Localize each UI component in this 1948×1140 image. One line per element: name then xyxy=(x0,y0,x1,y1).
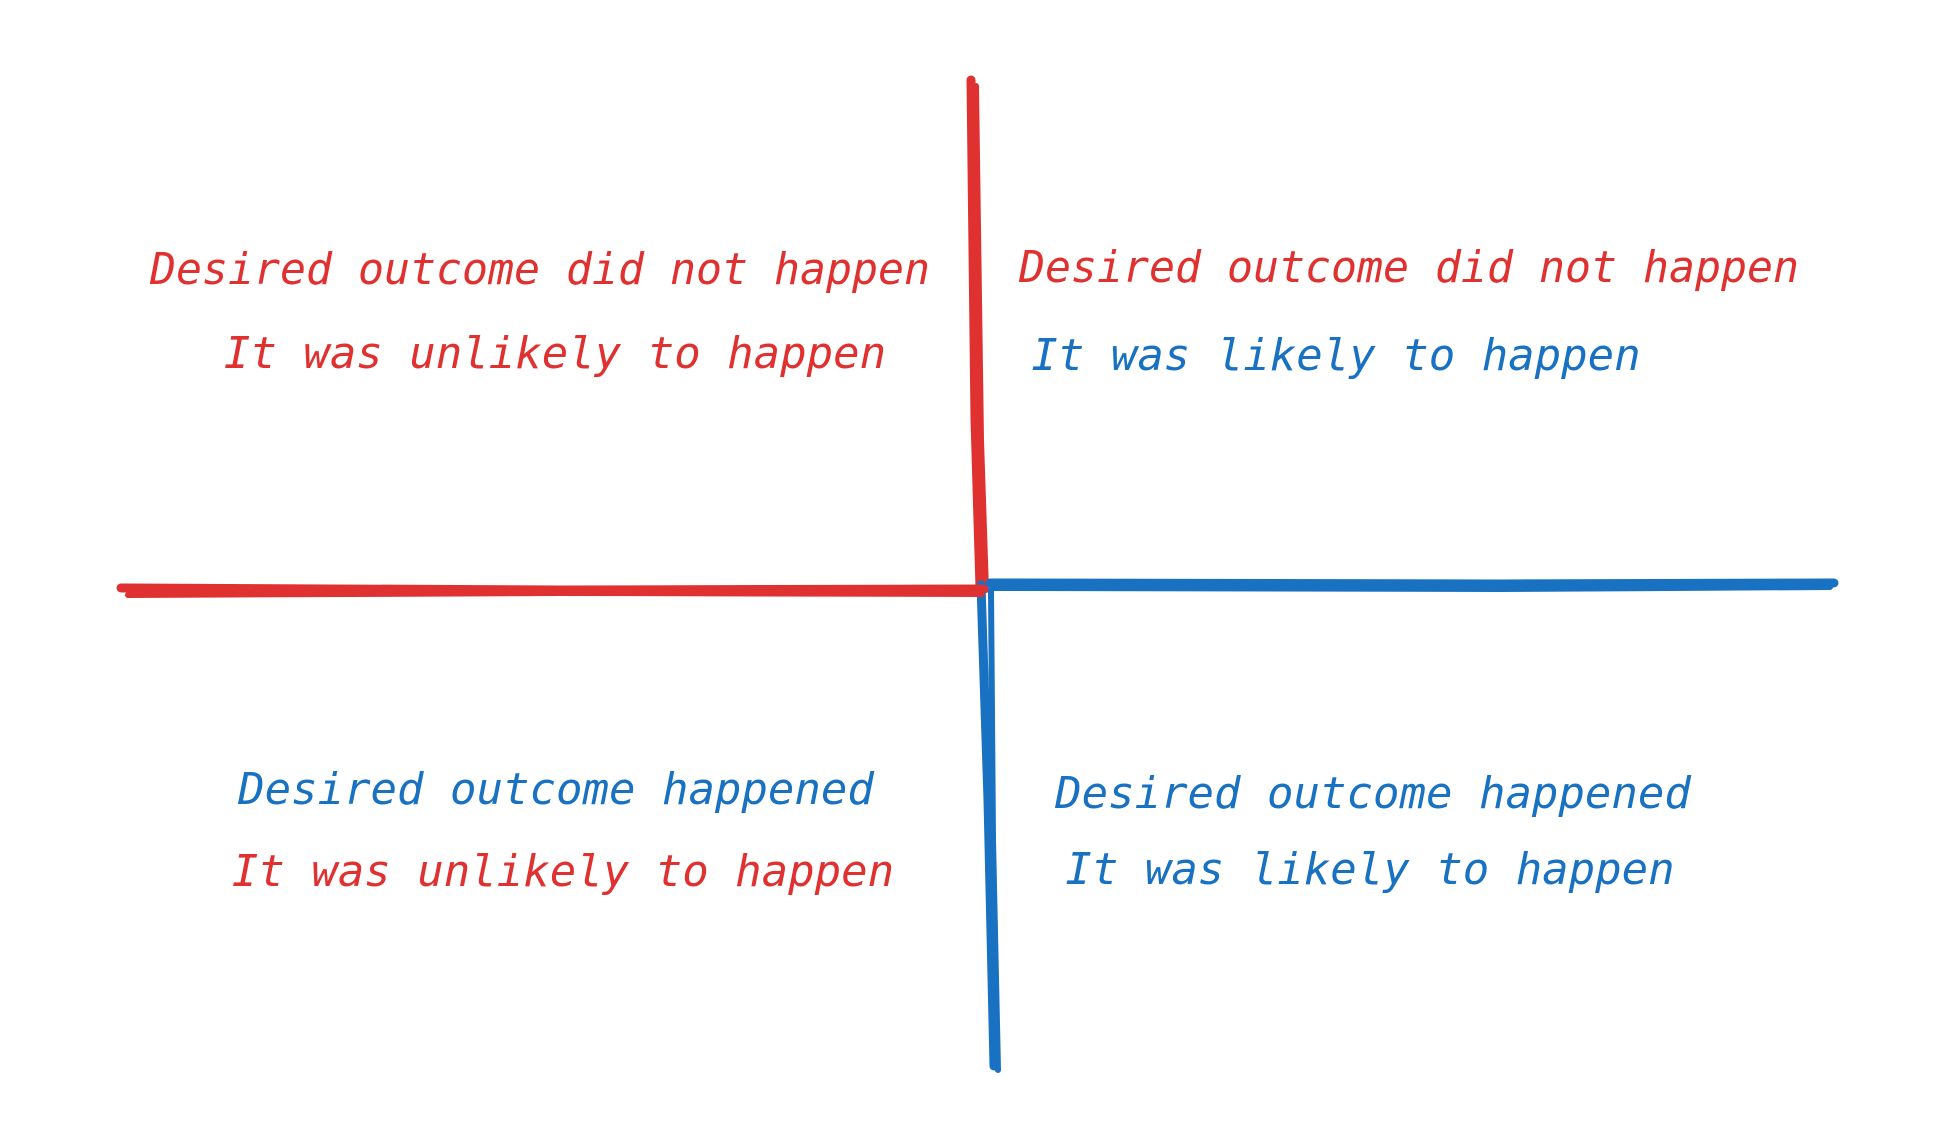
horizontal-axis-right-stroke-2 xyxy=(991,584,1833,592)
bottom-right-likelihood-label: It was likely to happen xyxy=(1065,844,1674,895)
horizontal-axis-left-stroke xyxy=(116,583,987,595)
quadrant-top-left: Desired outcome did not happen It was un… xyxy=(149,244,930,379)
bottom-left-likelihood-label: It was unlikely to happen xyxy=(232,846,894,897)
bottom-left-outcome-label: Desired outcome happened xyxy=(237,764,874,815)
vertical-axis-bottom xyxy=(976,580,1001,1073)
axes xyxy=(116,75,1839,1073)
top-left-likelihood-label: It was unlikely to happen xyxy=(224,328,886,379)
vertical-axis-bottom-stroke xyxy=(976,580,999,1071)
quadrant-bottom-right: Desired outcome happened It was likely t… xyxy=(1054,768,1691,895)
top-left-outcome-label: Desired outcome did not happen xyxy=(149,244,930,295)
vertical-axis-top xyxy=(966,75,989,593)
top-right-likelihood-label: It was likely to happen xyxy=(1031,330,1640,381)
vertical-axis-bottom-stroke-2 xyxy=(988,587,1001,1073)
horizontal-axis-right-stroke xyxy=(985,578,1839,589)
horizontal-axis-right xyxy=(985,578,1839,592)
vertical-axis-top-stroke xyxy=(966,75,985,593)
top-right-outcome-label: Desired outcome did not happen xyxy=(1018,242,1799,293)
bottom-right-outcome-label: Desired outcome happened xyxy=(1054,768,1691,819)
quadrant-bottom-left: Desired outcome happened It was unlikely… xyxy=(232,764,894,897)
vertical-axis-top-stroke-2 xyxy=(973,83,989,593)
horizontal-axis-left-stroke-2 xyxy=(125,590,985,598)
horizontal-axis-left xyxy=(116,583,987,598)
quadrant-top-right: Desired outcome did not happen It was li… xyxy=(1018,242,1799,381)
